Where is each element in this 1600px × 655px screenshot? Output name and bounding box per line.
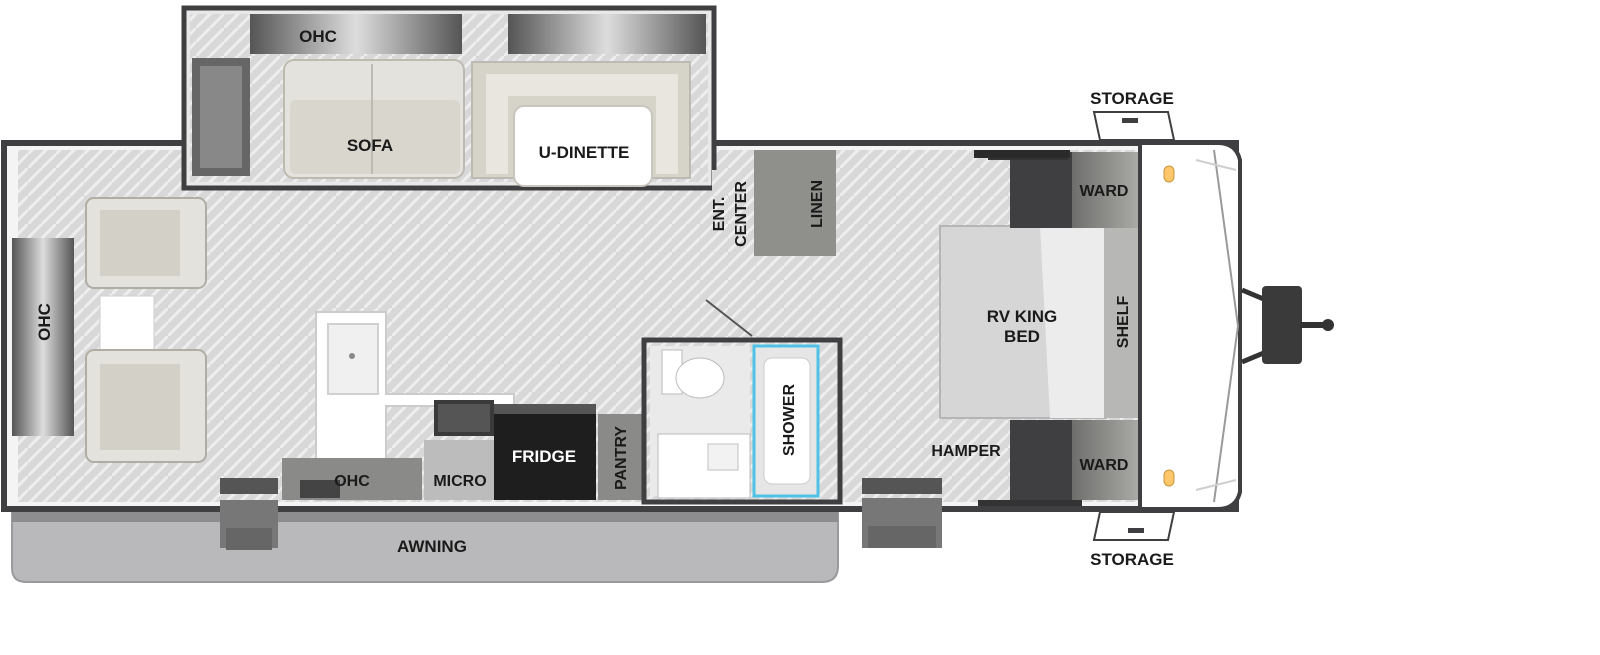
ohc-bottom: OHC	[282, 458, 422, 500]
side-table	[99, 295, 155, 355]
hamper-label: HAMPER	[931, 443, 1001, 460]
linen: LINEN	[754, 150, 836, 256]
ent-center: ENT. CENTER	[711, 170, 752, 256]
sink-drain-icon	[349, 353, 355, 359]
ward-bottom: WARD	[978, 420, 1138, 506]
ohc-top-label: OHC	[299, 27, 337, 46]
bed-label-2: BED	[1004, 327, 1040, 346]
sofa: SOFA	[283, 59, 465, 179]
hamper: HAMPER	[931, 443, 1001, 460]
storage-top: STORAGE	[1090, 89, 1176, 141]
bed: RV KING BED	[939, 225, 1107, 419]
bed-label-1: RV KING	[987, 307, 1058, 326]
shelf-label: SHELF	[1115, 296, 1132, 349]
fridge-label: FRIDGE	[512, 447, 576, 466]
storage-bottom: STORAGE	[1090, 511, 1176, 569]
hitch	[1241, 286, 1334, 365]
u-dinette-label: U-DINETTE	[539, 143, 630, 162]
ohc-left-label: OHC	[35, 303, 54, 341]
awning-label: AWNING	[397, 537, 467, 556]
ohc-left: OHC	[12, 238, 74, 436]
entry-step-front	[220, 478, 278, 550]
ent-center-label-1: ENT.	[711, 197, 728, 232]
front-cap	[1138, 141, 1242, 511]
slide-window-left	[192, 58, 250, 176]
recliner-top	[85, 197, 207, 289]
shower: SHOWER	[752, 344, 820, 498]
ward-top: WARD	[988, 152, 1138, 228]
sofa-label: SOFA	[347, 136, 393, 155]
storage-bottom-label: STORAGE	[1090, 550, 1174, 569]
pantry-label: PANTRY	[613, 426, 630, 490]
toilet-icon	[661, 349, 725, 399]
ohc-top: OHC	[250, 14, 706, 54]
stove	[434, 400, 494, 436]
micro-label: MICRO	[433, 473, 486, 490]
pantry: PANTRY	[598, 414, 642, 500]
bath-sink	[657, 433, 751, 499]
fridge: FRIDGE	[494, 404, 596, 500]
recliner-bottom	[85, 349, 207, 463]
ent-center-label-2: CENTER	[733, 181, 750, 247]
linen-label: LINEN	[809, 180, 826, 228]
ward-bottom-label: WARD	[1080, 457, 1129, 474]
entry-step-rear	[862, 478, 942, 548]
storage-top-label: STORAGE	[1090, 89, 1174, 108]
awning: AWNING	[11, 507, 839, 583]
hitch-ball-icon	[1322, 319, 1334, 331]
shower-label: SHOWER	[781, 384, 798, 456]
shelf: SHELF	[1104, 226, 1138, 418]
window-bedroom-top	[974, 150, 1070, 158]
ohc-bottom-label: OHC	[334, 473, 370, 490]
u-dinette: U-DINETTE	[471, 61, 691, 187]
micro: MICRO	[424, 440, 496, 500]
ward-top-label: WARD	[1080, 183, 1129, 200]
